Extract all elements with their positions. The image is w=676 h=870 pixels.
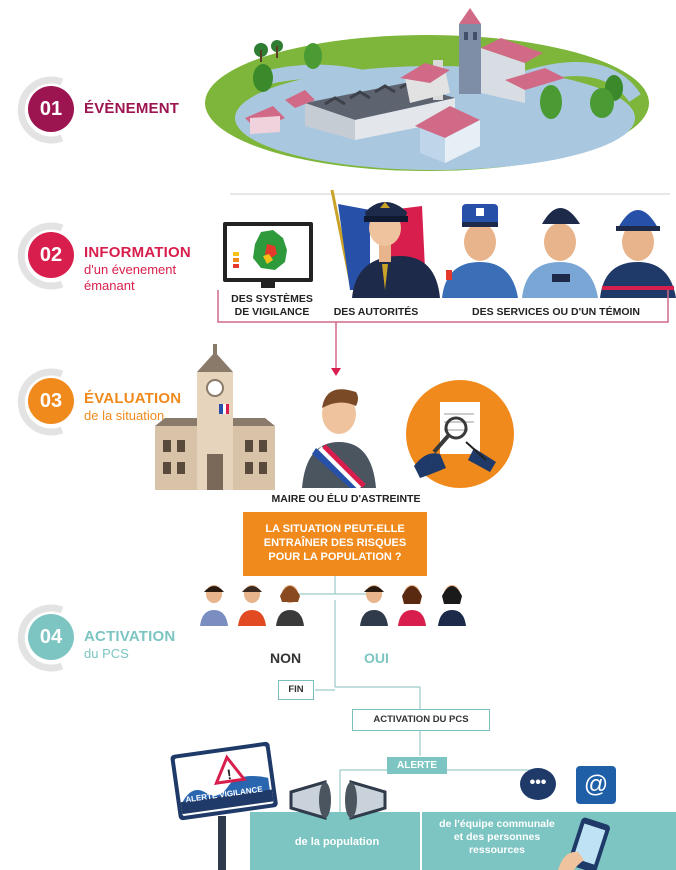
step-title: ACTIVATION bbox=[84, 628, 176, 645]
pcs-activation-box: ACTIVATION DU PCS bbox=[352, 709, 490, 731]
people-group-yes bbox=[360, 585, 466, 626]
question-line: ENTRAÎNER DES RISQUES bbox=[263, 537, 407, 549]
mayor-icon bbox=[302, 389, 376, 490]
authority-officer-icon bbox=[330, 189, 440, 298]
step-02: 02 INFORMATION d'un évenement émanant bbox=[17, 222, 228, 294]
target-line: de l'équipe communale bbox=[439, 818, 555, 830]
mayor-role-label: MAIRE OU ÉLU D'ASTREINTE bbox=[271, 493, 421, 505]
step-number-badge: 01 bbox=[28, 86, 74, 132]
step-number-badge: 02 bbox=[28, 232, 74, 278]
step-number-badge: 03 bbox=[28, 378, 74, 424]
risk-question-text: LA SITUATION PEUT-ELLE ENTRAÎNER DES RIS… bbox=[243, 512, 427, 564]
label-line: DES SYSTÈMES bbox=[231, 293, 313, 305]
question-line: POUR LA POPULATION ? bbox=[268, 551, 402, 563]
target-population: de la population bbox=[294, 836, 380, 848]
megaphones-icon bbox=[289, 779, 387, 821]
label-line: DE VIGILANCE bbox=[234, 306, 310, 318]
alert-vigilance-sign: ! bbox=[170, 741, 278, 870]
smartphone-icon bbox=[558, 817, 610, 870]
subtitle-line: d'un évenement bbox=[84, 262, 177, 277]
services-people-icon bbox=[442, 204, 676, 298]
swoosh-decoration bbox=[17, 604, 64, 672]
step-number-badge: 04 bbox=[28, 614, 74, 660]
subtitle-line: émanant bbox=[84, 278, 135, 293]
svg-text:!: ! bbox=[226, 766, 233, 782]
at-sign-icon: @ bbox=[576, 766, 616, 804]
source-label-authorities: DES AUTORITÉS bbox=[333, 306, 419, 318]
question-line: LA SITUATION PEUT-ELLE bbox=[265, 523, 405, 535]
step-03: 03 ÉVALUATION de la situation bbox=[17, 368, 228, 440]
no-label: NON bbox=[270, 650, 302, 666]
step-subtitle: de la situation bbox=[84, 408, 165, 423]
swoosh-decoration bbox=[17, 368, 64, 436]
flood-illustration bbox=[205, 8, 649, 171]
target-team: de l'équipe communale et des personnes r… bbox=[422, 818, 572, 857]
vigilance-monitor-icon bbox=[223, 222, 313, 288]
risk-question-box: LA SITUATION PEUT-ELLE ENTRAÎNER DES RIS… bbox=[243, 512, 427, 576]
step-subtitle: du PCS bbox=[84, 646, 129, 661]
target-line: et des personnes bbox=[453, 831, 541, 843]
step-01: 01 ÉVÈNEMENT bbox=[17, 76, 228, 148]
source-label-vigilance: DES SYSTÈMES DE VIGILANCE bbox=[222, 293, 322, 319]
chat-bubble-icon: ••• bbox=[520, 768, 556, 800]
document-magnifier-icon bbox=[406, 380, 514, 488]
step-04: 04 ACTIVATION du PCS bbox=[17, 604, 228, 676]
swoosh-decoration bbox=[17, 222, 64, 290]
step-title: INFORMATION bbox=[84, 244, 191, 261]
step-title: ÉVALUATION bbox=[84, 390, 182, 407]
warning-triangle-icon bbox=[213, 754, 247, 785]
alert-box: ALERTE bbox=[387, 757, 447, 774]
people-group-no bbox=[200, 585, 304, 626]
divider bbox=[230, 193, 670, 195]
target-line: ressources bbox=[468, 844, 526, 856]
end-box: FIN bbox=[278, 680, 314, 700]
targets-divider bbox=[420, 812, 422, 870]
step-title: ÉVÈNEMENT bbox=[84, 100, 180, 117]
yes-label: OUI bbox=[364, 650, 389, 666]
swoosh-decoration bbox=[17, 76, 64, 144]
step-subtitle: d'un évenement émanant bbox=[84, 262, 176, 294]
source-label-services: DES SERVICES OU D'UN TÉMOIN bbox=[472, 306, 640, 318]
town-hall-icon bbox=[155, 344, 275, 490]
